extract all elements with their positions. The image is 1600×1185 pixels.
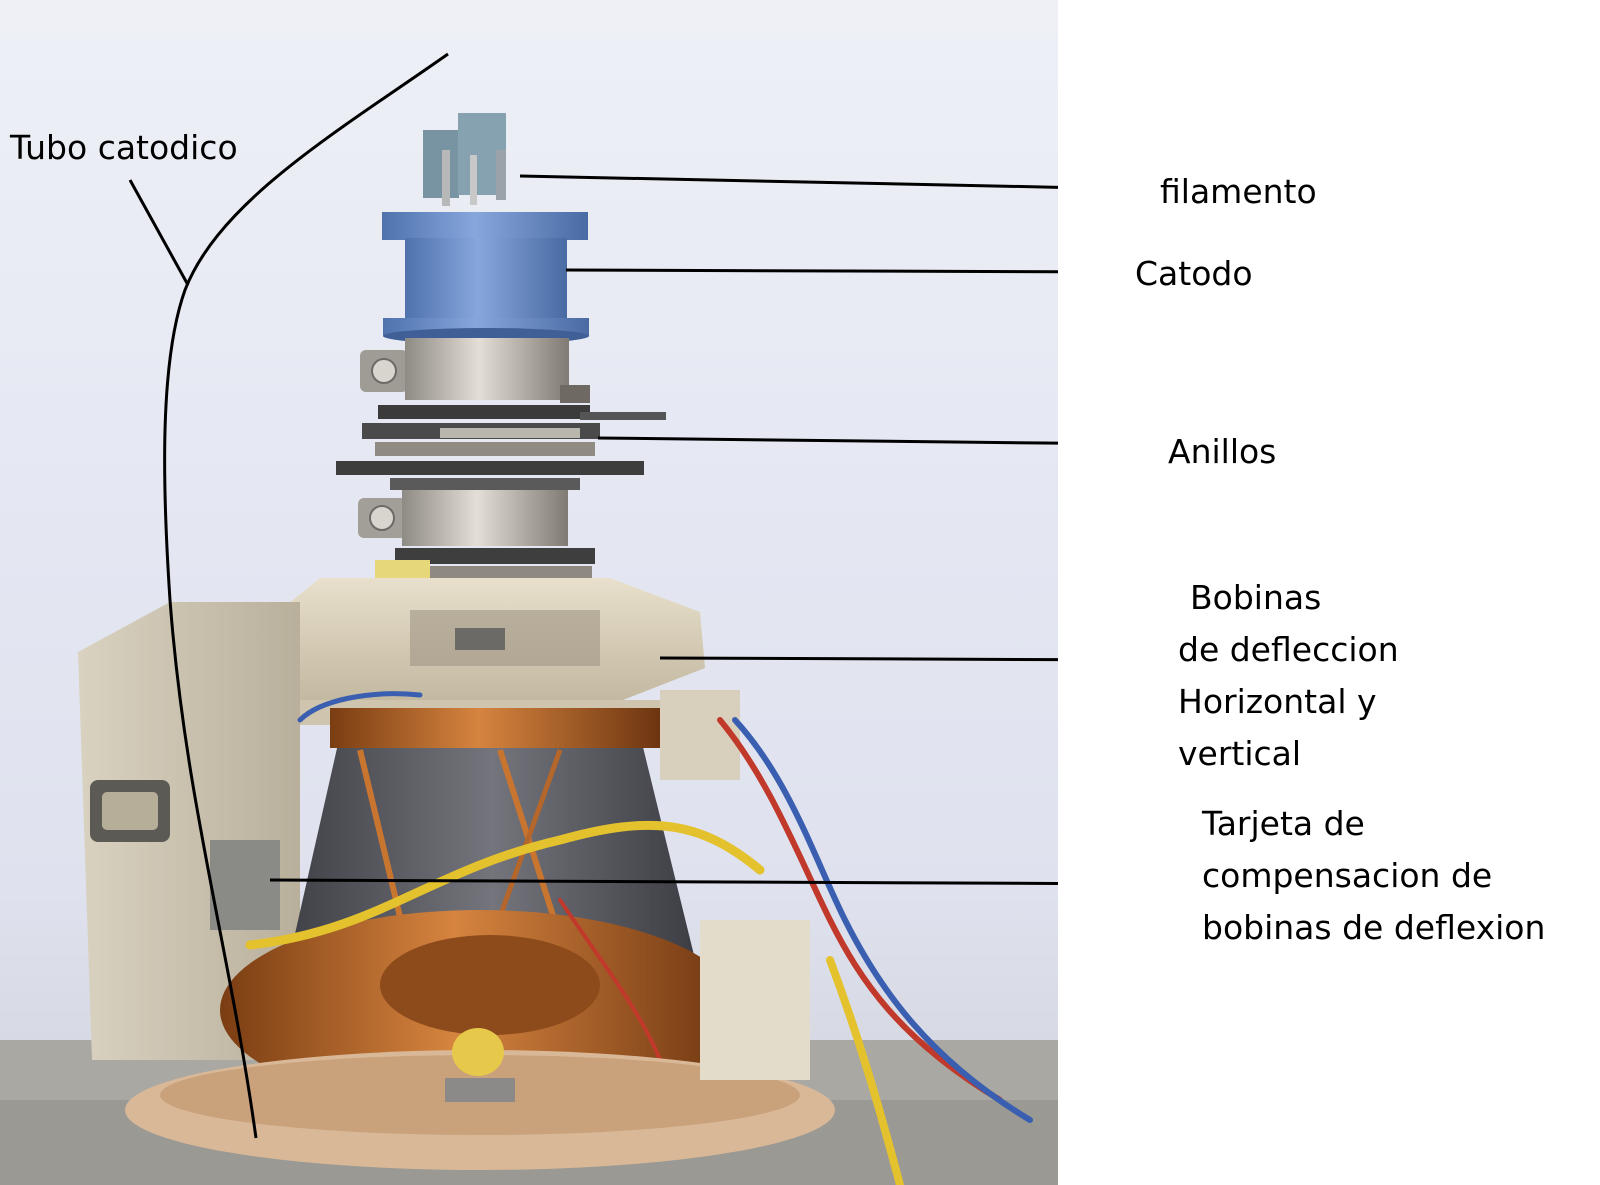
leader-tubo-pointer: [128, 179, 190, 286]
lower-metal-ring: [358, 490, 595, 588]
pin-cap: [423, 113, 506, 206]
label-bobinas-line-3: Horizontal y: [1178, 682, 1377, 721]
label-tubo-catodico: Tubo catodico: [10, 128, 238, 167]
crt-neck-photo: [0, 0, 1058, 1185]
label-tarjeta-line-3: bobinas de deflexion: [1202, 908, 1546, 947]
label-tarjeta-block: Tarjeta de compensacion de bobinas de de…: [1202, 798, 1545, 954]
yellow-capacitor: [445, 1028, 515, 1102]
leader-catodo: [565, 268, 1058, 274]
label-bobinas-line-4: vertical: [1178, 734, 1302, 773]
leader-lines: [128, 52, 1058, 1139]
label-bobinas-line-2: de defleccion: [1178, 630, 1399, 669]
upper-metal-ring: [360, 338, 590, 403]
label-filamento: filamento: [1160, 172, 1317, 211]
rings-assembly: [336, 405, 666, 490]
right-margin: [1058, 0, 1600, 1185]
leader-anillos: [597, 436, 1058, 445]
label-bobinas-block: Bobinas de defleccion Horizontal y verti…: [1178, 572, 1399, 780]
leader-tubo-curve: [163, 52, 449, 1139]
label-catodo: Catodo: [1135, 254, 1253, 293]
label-anillos: Anillos: [1168, 432, 1277, 471]
leader-tarjeta: [269, 878, 1058, 885]
blue-socket: [382, 212, 589, 344]
label-tarjeta-line-2: compensacion de: [1202, 856, 1493, 895]
leader-filamento: [519, 174, 1058, 189]
label-bobinas-line-1: Bobinas: [1190, 578, 1322, 617]
leader-bobinas: [659, 656, 1058, 662]
crt-neck-illustration: [0, 52, 1058, 1185]
wires: [245, 691, 1033, 1185]
label-tarjeta-line-1: Tarjeta de: [1202, 804, 1365, 843]
side-box: [78, 602, 300, 1060]
